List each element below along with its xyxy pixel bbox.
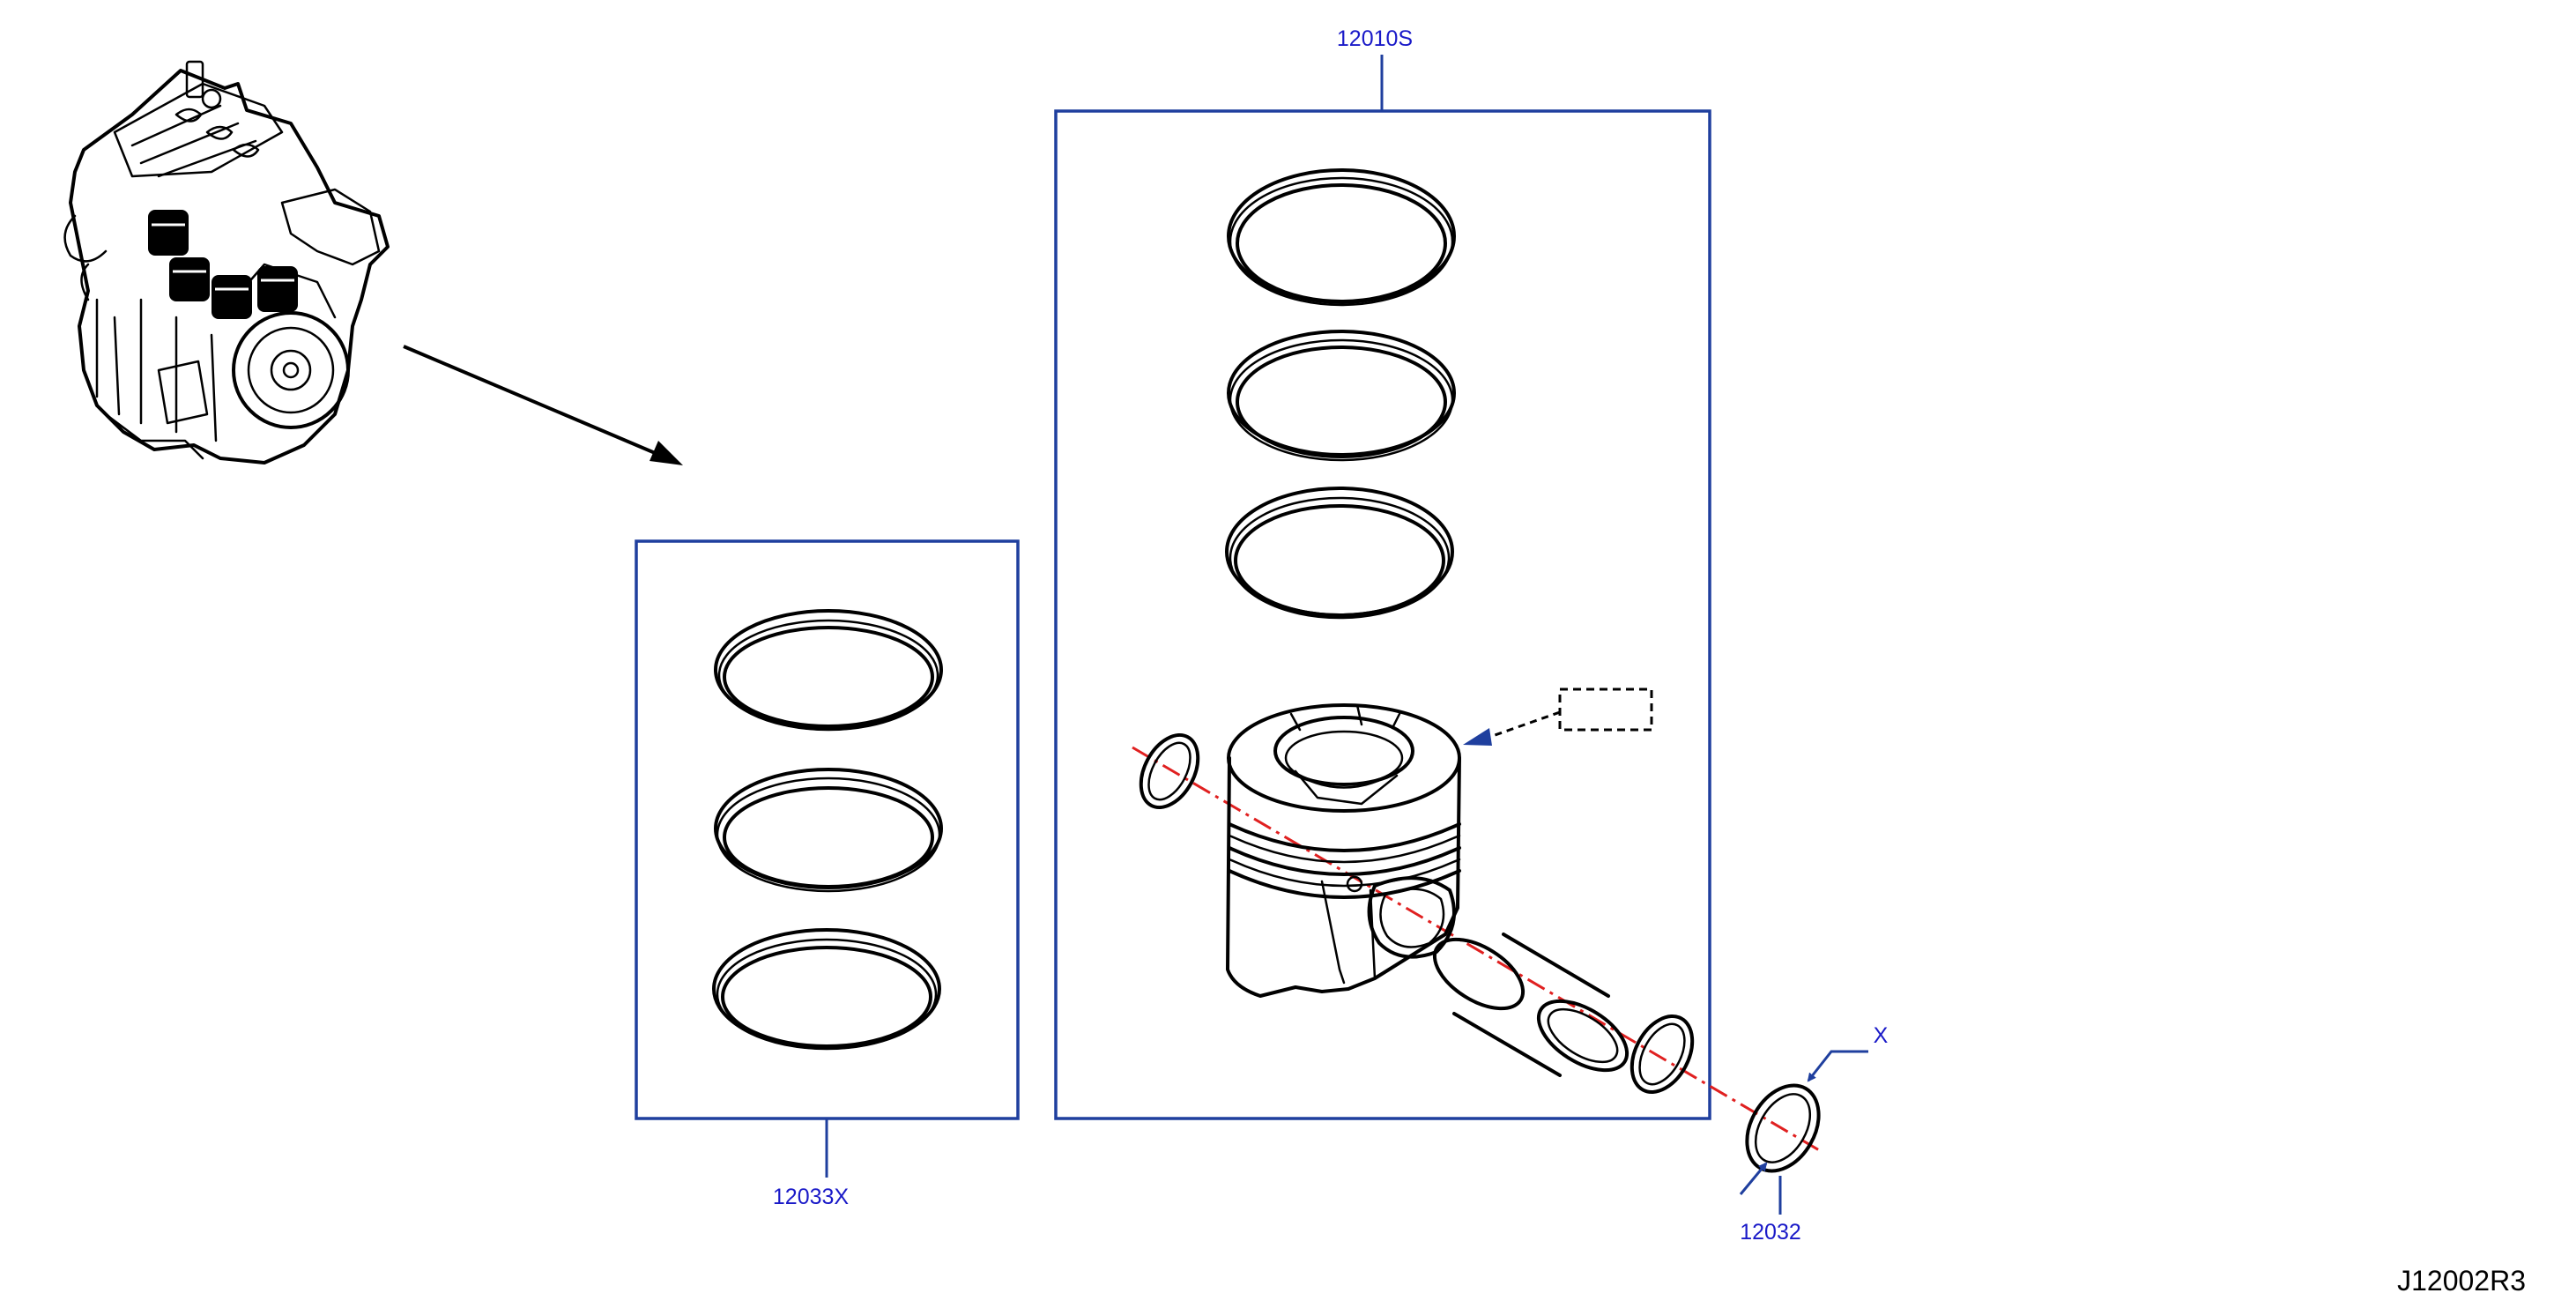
callout-x-label[interactable]: X [1874,1023,1889,1048]
ring-top [714,609,943,732]
pin-centerline [1132,746,1822,1153]
piston-kit-part-number[interactable]: 12010S [1337,26,1413,51]
piston-pin [1432,933,1629,1077]
kit-ring-middle [1227,330,1456,462]
snap-ring-left [1139,732,1200,810]
snap-ring-part-number[interactable]: 12032 [1740,1220,1801,1245]
ring-middle [714,768,943,893]
piston-kit-rings [1225,168,1456,620]
reference-callout [1463,687,1653,746]
ring-set-frame [635,539,1020,1178]
direction-arrow [403,345,683,465]
engine-illustration [63,60,390,464]
ring-set-part-number[interactable]: 12033X [773,1185,850,1209]
piston-kit-frame [1054,55,1711,1120]
diagram-code: J12002R3 [2397,1265,2526,1297]
ring-oil [712,928,941,1051]
ring-set-rings [712,609,943,1051]
piston [1226,703,1461,998]
kit-ring-oil [1225,487,1454,620]
snap-ring-right [1629,1014,1695,1094]
kit-ring-top [1227,168,1456,307]
snap-ring-12032 [1739,1050,1868,1215]
